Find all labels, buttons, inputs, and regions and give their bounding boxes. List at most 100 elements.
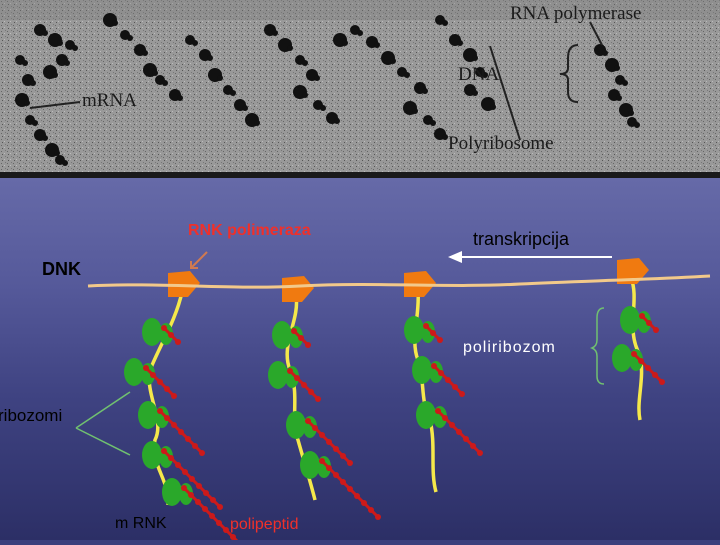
micrograph-particle <box>42 135 48 141</box>
micrograph-particle <box>334 118 340 124</box>
micrograph-particle <box>62 160 68 166</box>
ribosome-large-subunit <box>404 316 424 344</box>
polypeptide-residue <box>459 391 465 397</box>
micrograph-particle <box>457 40 463 46</box>
micrograph-particle <box>22 60 28 66</box>
label-m-rnk: m RNK <box>115 515 167 532</box>
section-divider <box>0 172 720 178</box>
micrograph-particle <box>177 95 183 101</box>
micrograph-particle <box>430 120 436 126</box>
micrograph-particle <box>602 50 608 56</box>
mrna-strand <box>629 277 644 421</box>
micrograph-particle <box>616 95 622 101</box>
ribosome-large-subunit <box>416 401 436 429</box>
rna-polymerase <box>168 271 200 297</box>
micrograph-particle <box>30 80 36 86</box>
label-dnk: DNK <box>42 259 81 279</box>
transkripcija-arrowhead <box>448 251 462 263</box>
micrograph-particle <box>207 55 213 61</box>
micrograph-particle <box>490 104 496 110</box>
label-polyribosome: Polyribosome <box>448 133 554 154</box>
label-ribozomi: ribozomi <box>0 406 63 425</box>
micrograph-particle <box>342 40 348 46</box>
polypeptide-residue <box>175 339 181 345</box>
label-mrna: mRNA <box>82 90 137 111</box>
micrograph-particle <box>634 122 640 128</box>
micrograph-particle <box>32 120 38 126</box>
mrna-pointer-line <box>29 101 81 109</box>
ribosome-large-subunit <box>286 411 306 439</box>
micrograph-particle <box>242 105 248 111</box>
polypeptide-residue <box>653 327 659 333</box>
micrograph-particle <box>254 120 260 126</box>
ribosome-large-subunit <box>620 306 640 334</box>
polypeptide-residue <box>437 337 443 343</box>
micrograph-particle <box>64 60 70 66</box>
dna-strand <box>87 274 711 289</box>
ribosome-large-subunit <box>142 441 162 469</box>
micrograph-particle <box>52 72 58 78</box>
micrograph-particle <box>54 150 60 156</box>
micrograph-particle <box>472 55 478 61</box>
rna-polymerase-pointer-line <box>589 21 603 46</box>
micrograph-particle <box>412 108 418 114</box>
ribosome-large-subunit <box>272 321 292 349</box>
micrograph-particle <box>72 45 78 51</box>
rnk-polimeraza-arrowhead <box>190 261 198 269</box>
micrograph-particle <box>287 45 293 51</box>
micrograph-particle <box>217 75 223 81</box>
label-transkripcija: transkripcija <box>473 229 570 249</box>
ribosome-large-subunit <box>300 451 320 479</box>
micrograph-particle <box>302 92 308 98</box>
ribosome-large-subunit <box>268 361 288 389</box>
polypeptide-residue <box>199 450 205 456</box>
polyribosome-pointer-line <box>489 45 521 141</box>
micrograph-particle <box>314 75 320 81</box>
polypeptide-residue <box>659 379 665 385</box>
poliribozom-bracket <box>589 307 605 385</box>
rna-polymerase <box>282 276 314 302</box>
label-rna-polymerase: RNA polymerase <box>510 3 642 24</box>
transcription-diagram: RNK polimeraza transkripcija DNK polirib… <box>0 178 720 545</box>
micrograph-particle <box>192 40 198 46</box>
polypeptide-residue <box>375 514 381 520</box>
ribosome-large-subunit <box>162 478 182 506</box>
micrograph-particle <box>152 70 158 76</box>
micrograph-particle <box>614 65 620 71</box>
label-rnk-polimeraza: RNK polimeraza <box>188 222 311 239</box>
micrograph-image <box>0 0 720 172</box>
ribosome-large-subunit <box>138 401 158 429</box>
micrograph-particle <box>272 30 278 36</box>
electron-micrograph: RNA polymerase DNA mRNA Polyribosome <box>0 0 720 172</box>
micrograph-particle <box>472 90 478 96</box>
ribosome-large-subunit <box>142 318 162 346</box>
micrograph-particle <box>442 134 448 140</box>
micrograph-particle <box>42 30 48 36</box>
ribozomi-pointer-lower <box>75 427 131 456</box>
polypeptide-residue <box>477 450 483 456</box>
label-poliribozom: poliribozom <box>463 339 556 356</box>
ribosome-large-subunit <box>124 358 144 386</box>
micrograph-particle <box>142 50 148 56</box>
dna-bracket <box>559 44 579 103</box>
polypeptide-residue <box>347 460 353 466</box>
diagram-graphic <box>75 251 711 545</box>
micrograph-particle <box>482 72 488 78</box>
micrograph-particle <box>628 110 634 116</box>
micrograph-particle <box>442 20 448 26</box>
micrograph-particle <box>320 105 326 111</box>
micrograph-particle <box>302 60 308 66</box>
micrograph-particle <box>390 58 396 64</box>
micrograph-particle <box>622 80 628 86</box>
micrograph-particle <box>230 90 236 96</box>
label-polipeptid: polipeptid <box>230 516 299 533</box>
micrograph-particle <box>162 80 168 86</box>
ribozomi-pointer-upper <box>75 391 131 429</box>
polypeptide-residue <box>315 396 321 402</box>
micrograph-particle <box>422 88 428 94</box>
micrograph-particle <box>374 42 380 48</box>
polypeptide-residue <box>305 342 311 348</box>
rnk-polimeraza-pointer-arrow <box>190 251 208 269</box>
ribosome-large-subunit <box>412 356 432 384</box>
micrograph-particle <box>24 100 30 106</box>
